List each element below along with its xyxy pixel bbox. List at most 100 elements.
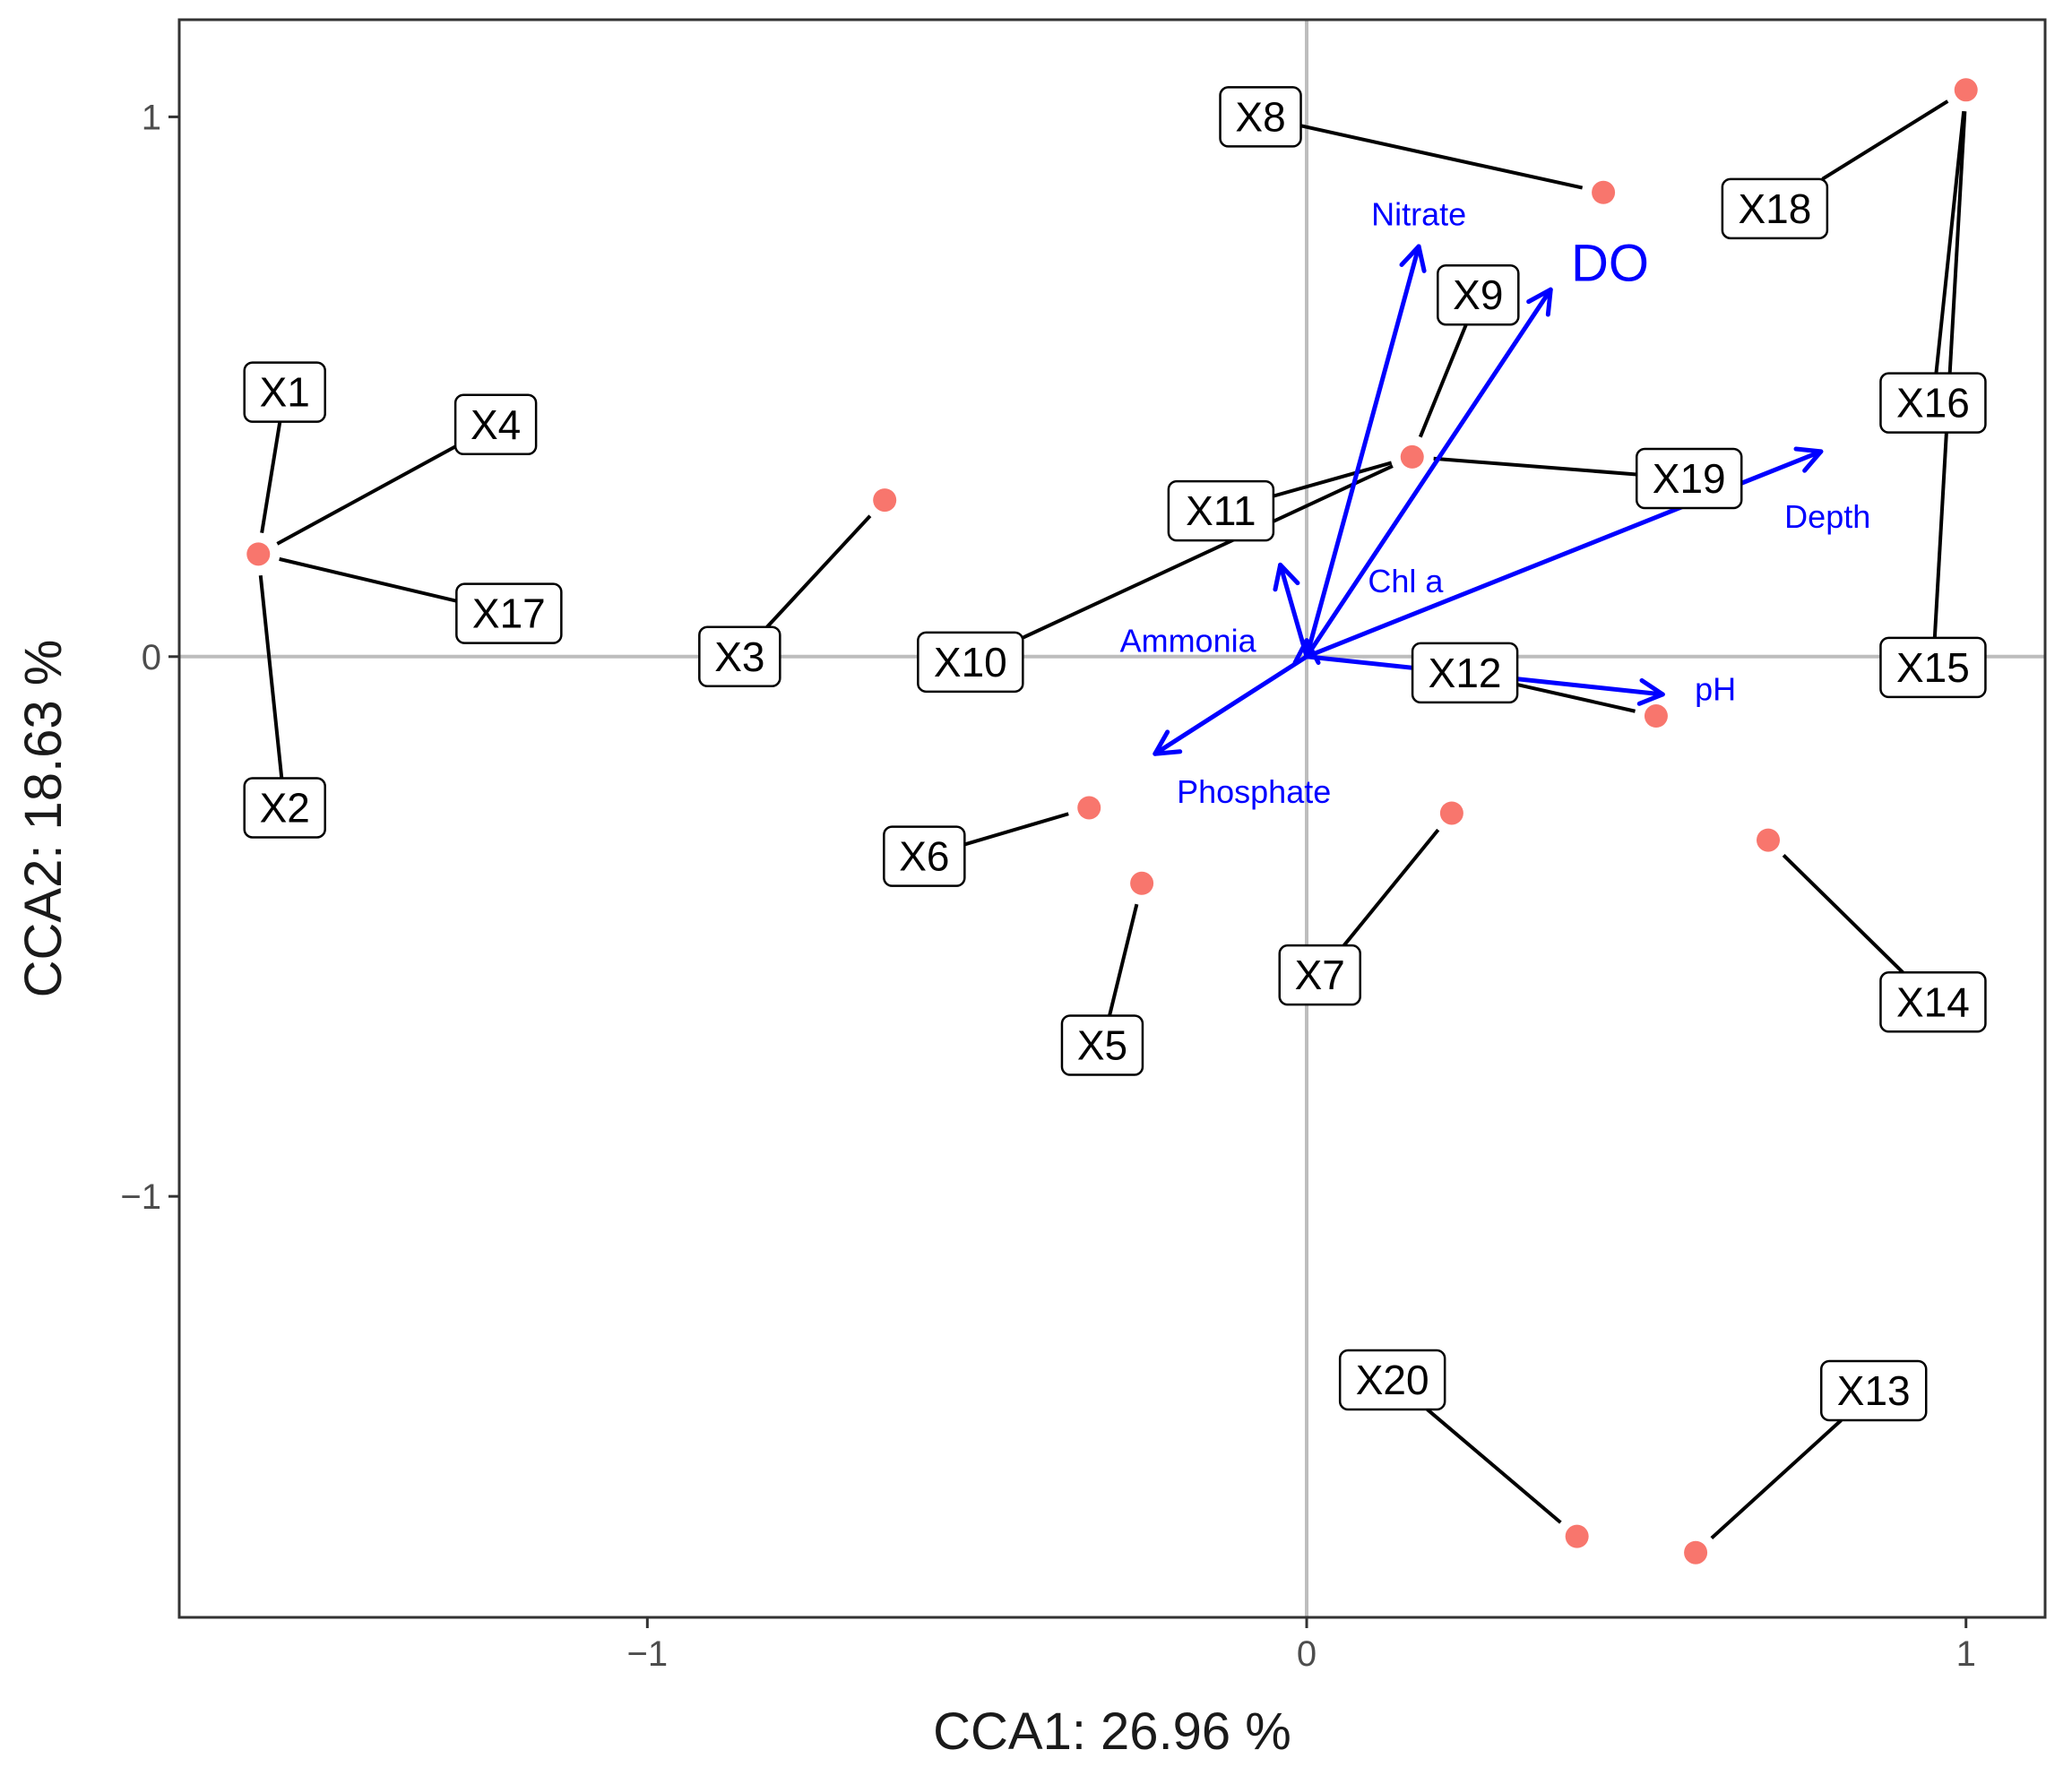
leader-line bbox=[1516, 683, 1636, 713]
site-point bbox=[1077, 796, 1101, 820]
leader-line bbox=[260, 421, 282, 533]
vector-shaft bbox=[1278, 562, 1309, 659]
site-label-box bbox=[1635, 447, 1743, 510]
site-label-box bbox=[1879, 636, 1987, 699]
leader-line bbox=[1821, 99, 1949, 181]
vector-arrow bbox=[1273, 562, 1309, 659]
site-label: X9 bbox=[1437, 263, 1520, 326]
leader-line bbox=[1934, 110, 1966, 374]
site-label-text: X2 bbox=[260, 784, 310, 831]
site-label: X17 bbox=[455, 582, 563, 644]
site-label-text: X8 bbox=[1235, 93, 1285, 140]
site-label: X1 bbox=[243, 361, 326, 423]
vector-label: Nitrate bbox=[1371, 195, 1466, 232]
x-tick-label: 0 bbox=[1297, 1634, 1317, 1674]
leader-line bbox=[1426, 1408, 1562, 1524]
site-points bbox=[246, 78, 1978, 1564]
site-point bbox=[1644, 704, 1668, 728]
vector-label: Chl a bbox=[1368, 563, 1444, 599]
vector-arrowhead bbox=[1526, 287, 1553, 317]
leader-line bbox=[1022, 464, 1394, 640]
site-label-text: X17 bbox=[472, 590, 546, 637]
site-label-text: X4 bbox=[471, 401, 521, 448]
vector-arrowhead bbox=[1153, 729, 1183, 756]
leader-line bbox=[1108, 903, 1139, 1016]
site-label-box bbox=[1819, 1359, 1928, 1422]
site-label: X8 bbox=[1219, 86, 1302, 148]
site-label-box bbox=[453, 393, 538, 456]
site-label-text: X20 bbox=[1356, 1357, 1429, 1403]
site-label: X11 bbox=[1167, 479, 1275, 542]
x-axis-title: CCA1: 26.96 % bbox=[933, 1702, 1291, 1761]
site-label-box bbox=[1060, 1014, 1144, 1076]
leader-line bbox=[1418, 323, 1468, 438]
vector-arrowhead bbox=[1793, 446, 1824, 473]
site-label: X12 bbox=[1411, 642, 1519, 704]
leader-line bbox=[1273, 461, 1393, 498]
vector-label: Depth bbox=[1784, 498, 1870, 535]
site-label-box bbox=[1721, 177, 1829, 240]
site-label-text: X11 bbox=[1186, 487, 1256, 534]
site-label: X6 bbox=[883, 825, 966, 887]
leader-line bbox=[1433, 456, 1637, 477]
site-label-text: X14 bbox=[1896, 978, 1970, 1025]
y-tick-label: 0 bbox=[142, 638, 161, 677]
site-label-text: X19 bbox=[1653, 455, 1726, 502]
site-label-box bbox=[1167, 479, 1275, 542]
vector-arrowhead bbox=[1399, 244, 1427, 273]
site-label: X14 bbox=[1879, 971, 1987, 1033]
site-label-box bbox=[698, 625, 781, 688]
leader-line bbox=[1782, 853, 1904, 974]
site-label: X5 bbox=[1060, 1014, 1144, 1076]
vector-shaft bbox=[1304, 244, 1421, 659]
site-label-text: X18 bbox=[1738, 185, 1811, 232]
vector-arrowhead bbox=[1273, 562, 1300, 592]
x-tick-label: 1 bbox=[1956, 1634, 1976, 1674]
leader-line bbox=[279, 556, 457, 603]
leader-line bbox=[276, 444, 457, 546]
site-point bbox=[1684, 1540, 1708, 1564]
y-tick-label: −1 bbox=[120, 1177, 161, 1217]
site-label-box bbox=[883, 825, 966, 887]
site-label-box bbox=[455, 582, 563, 644]
site-label-text: X13 bbox=[1837, 1367, 1911, 1414]
leader-line bbox=[765, 514, 872, 629]
site-label: X10 bbox=[917, 631, 1024, 694]
zero-lines bbox=[179, 20, 2045, 1617]
y-axis-title: CCA2: 18.63 % bbox=[14, 640, 73, 998]
site-label-text: X9 bbox=[1453, 272, 1503, 318]
site-label: X7 bbox=[1278, 944, 1361, 1006]
site-point bbox=[1130, 871, 1154, 895]
vector-label: DO bbox=[1571, 234, 1649, 292]
site-label: X15 bbox=[1879, 636, 1987, 699]
site-label: X2 bbox=[243, 777, 326, 839]
site-label-box bbox=[1879, 971, 1987, 1033]
vector-shaft bbox=[1304, 287, 1553, 659]
site-label-box bbox=[1879, 372, 1987, 434]
site-label-text: X6 bbox=[899, 833, 949, 880]
site-point bbox=[1565, 1524, 1589, 1548]
site-label-box bbox=[243, 777, 326, 839]
leader-line bbox=[1710, 1418, 1843, 1540]
vector-arrow bbox=[1153, 654, 1309, 756]
site-label-text: X3 bbox=[714, 634, 764, 680]
site-point bbox=[1592, 180, 1616, 204]
vector-label: Ammonia bbox=[1120, 622, 1257, 659]
site-label: X3 bbox=[698, 625, 781, 688]
site-label-box bbox=[1437, 263, 1520, 326]
site-point bbox=[1400, 444, 1424, 469]
site-label: X16 bbox=[1879, 372, 1987, 434]
site-label-text: X10 bbox=[934, 639, 1007, 685]
label-leader-lines bbox=[258, 99, 1967, 1540]
site-label: X19 bbox=[1635, 447, 1743, 510]
site-point bbox=[873, 488, 897, 513]
site-label-text: X12 bbox=[1429, 650, 1502, 696]
vector-arrow bbox=[1304, 287, 1553, 659]
leader-line bbox=[1342, 828, 1440, 947]
site-label-text: X7 bbox=[1295, 952, 1345, 998]
site-point bbox=[1757, 828, 1781, 852]
